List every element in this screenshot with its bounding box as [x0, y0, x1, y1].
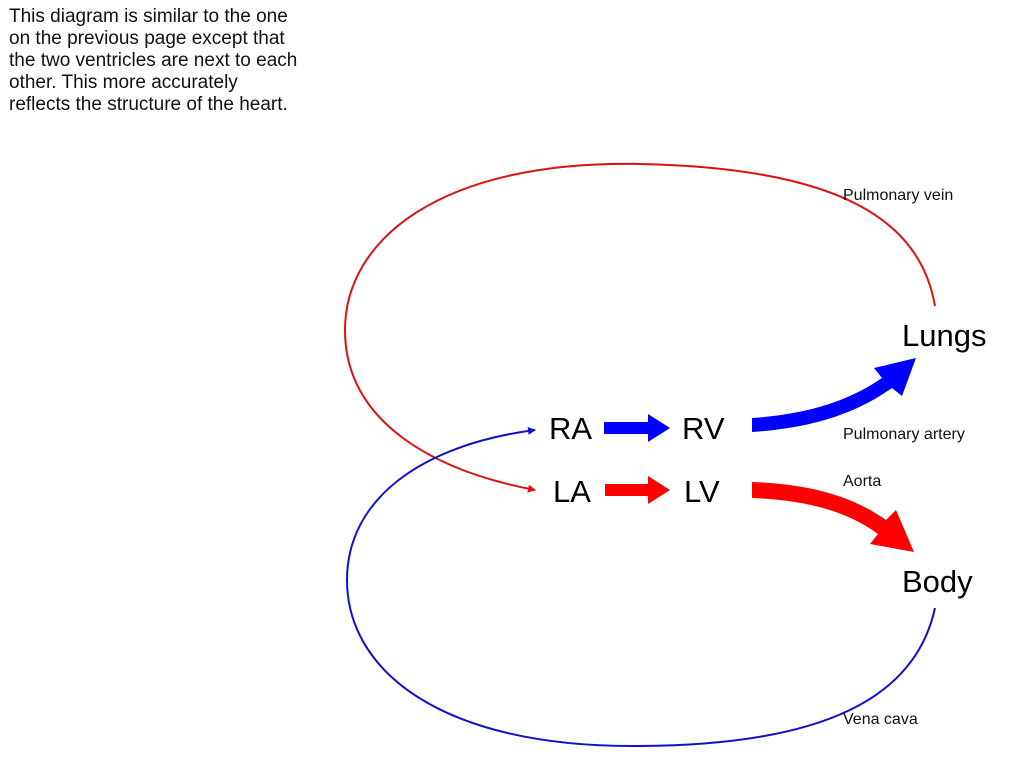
vena-cava-line — [345, 426, 936, 748]
ra-to-rv-arrow — [604, 414, 670, 442]
intro-line: the two ventricles are next to each — [9, 50, 298, 71]
node-lv: LV — [684, 474, 720, 509]
label-pulmonary-artery: Pulmonary artery — [843, 426, 965, 443]
intro-line: on the previous page except that — [9, 28, 285, 49]
node-rv: RV — [682, 411, 725, 446]
label-aorta: Aorta — [843, 473, 881, 490]
node-ra: RA — [549, 411, 592, 446]
label-pulmonary-vein: Pulmonary vein — [843, 187, 953, 204]
label-vena-cava: Vena cava — [843, 711, 918, 728]
node-body: Body — [902, 564, 973, 599]
la-to-lv-arrow — [605, 476, 670, 504]
node-lungs: Lungs — [902, 318, 986, 353]
intro-text: This diagram is similar to the one on th… — [9, 6, 389, 116]
aorta-arrow — [752, 482, 914, 552]
intro-line: reflects the structure of the heart. — [9, 94, 288, 115]
pulmonary-artery-arrow — [752, 358, 916, 432]
pulmonary-vein-line — [343, 162, 936, 493]
intro-line: other. This more accurately — [9, 72, 238, 93]
intro-line: This diagram is similar to the one — [9, 6, 288, 27]
node-la: LA — [553, 474, 591, 509]
